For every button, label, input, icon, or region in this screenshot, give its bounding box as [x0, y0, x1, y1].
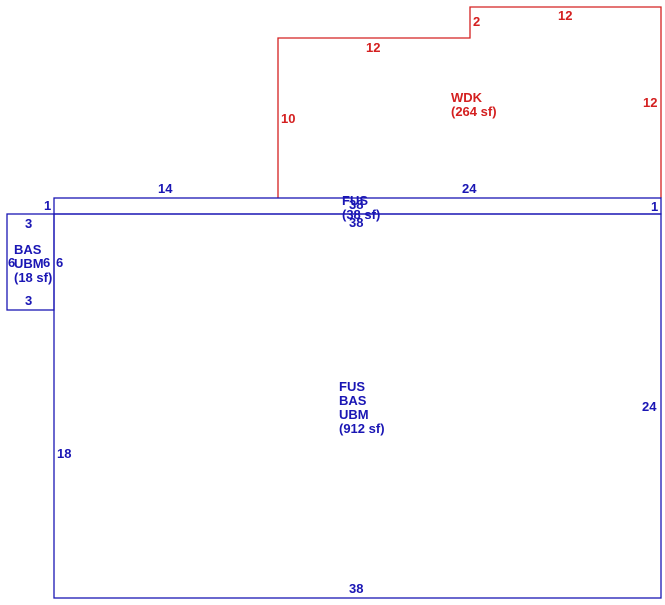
wdk-dim-bottom-left: 14 — [158, 181, 173, 196]
wdk-dim-bottom-right: 24 — [462, 181, 477, 196]
fus-strip-area-label: (38 sf) — [342, 207, 380, 222]
fus-strip-code-label: FUS — [342, 193, 368, 208]
main-block-dim-left: 18 — [57, 446, 71, 461]
bas-small-outline — [6, 213, 55, 311]
wdk-dim-step-height: 2 — [473, 14, 480, 29]
main-block-dim-bottom: 38 — [349, 581, 363, 596]
wdk-code-label: WDK — [451, 90, 483, 105]
bas-small-dim-bottom: 3 — [25, 293, 32, 308]
main-block-dim-left-top: 6 — [56, 255, 63, 270]
fus-strip-dim-bottom: 38 — [349, 215, 363, 230]
wdk-area-label: (264 sf) — [451, 104, 497, 119]
bas-small-dim-left: 6 — [8, 255, 15, 270]
bas-small-dim-right: 6 — [43, 255, 50, 270]
main-block-area-label: (912 sf) — [339, 421, 385, 436]
wdk-deck-outline — [277, 6, 662, 198]
main-block-dim-right: 24 — [642, 399, 657, 414]
wdk-dim-top-left: 12 — [366, 40, 380, 55]
fus-strip-dim-right: 1 — [651, 199, 658, 214]
fus-strip-dim-left: 1 — [44, 198, 51, 213]
bas-small-area-label: (18 sf) — [14, 270, 52, 285]
main-block-code-2: BAS — [339, 393, 367, 408]
bas-small-dim-top: 3 — [25, 216, 32, 231]
bas-small-code-1: BAS — [14, 242, 42, 257]
wdk-dim-top-right: 12 — [558, 8, 572, 23]
wdk-dim-left: 10 — [281, 111, 295, 126]
fus-strip-dim-top: 38 — [349, 197, 363, 212]
main-block-code-3: UBM — [339, 407, 369, 422]
bas-small-code-2: UBM — [14, 256, 44, 271]
main-block-outline — [53, 213, 662, 599]
main-block-code-1: FUS — [339, 379, 365, 394]
wdk-dim-right: 12 — [643, 95, 657, 110]
